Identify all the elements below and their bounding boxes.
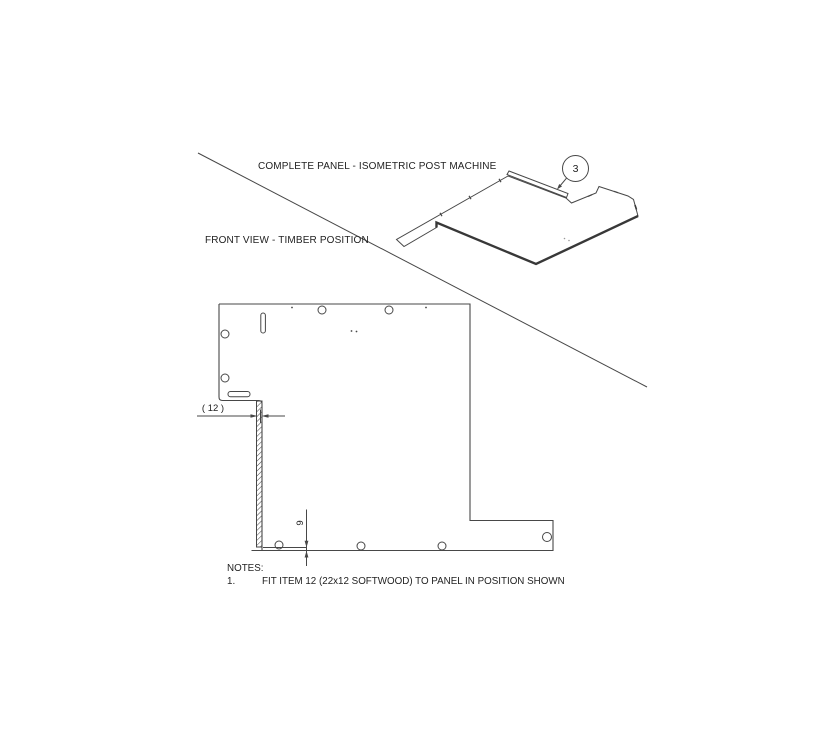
note-number: 1. [227,575,236,587]
front-centre-marks [291,306,427,333]
note-text: FIT ITEM 12 (22x12 SOFTWOOD) TO PANEL IN… [262,575,565,587]
hole [356,541,366,551]
front-panel-outline-right [219,303,554,552]
hole-tick [498,178,502,183]
hole [274,540,284,550]
hole-tick [613,190,619,194]
dimension-timber-width-label: ( 12 ) [201,403,225,414]
front-view-holes [220,305,552,551]
balloon-label: 3 [572,162,579,175]
hole-tick [439,212,443,217]
horizontal-slot [227,391,251,398]
notes-heading: NOTES: [227,563,264,574]
centre-dot [350,330,353,332]
front-view-title: FRONT VIEW - TIMBER POSITION [205,235,369,246]
iso-edge-hole-ticks [439,178,619,217]
hole-tick [587,194,593,197]
balloon-leader-arrowhead [557,184,562,190]
centre-dot [355,330,358,333]
hole-dash [617,222,623,227]
hole-dash [601,230,607,234]
balloon-item-3: 3 [562,155,589,182]
centre-dot [563,237,566,240]
dimension-timber-width-lines [197,409,285,423]
dim-arrow-up [304,550,309,558]
centre-dot [425,306,427,309]
iso-timber-strip [506,170,569,199]
notes-block: NOTES: 1. FIT ITEM 12 (22x12 SOFTWOOD) T… [227,563,565,587]
isometric-view-title: COMPLETE PANEL - ISOMETRIC POST MACHINE [258,161,497,172]
dim-arrow-left [261,414,269,418]
iso-panel-near-edges [435,214,639,266]
hole [437,541,447,551]
front-view-linework [197,303,554,566]
hole [220,329,230,339]
iso-centre-marks [563,237,570,242]
hole [542,532,552,542]
dimension-timber-offset-label: 9 [295,520,306,526]
front-timber-strip [256,400,263,548]
hole [317,305,327,315]
hole-dash [634,204,638,210]
dim-arrow-right [250,414,258,418]
dim-arrow-down [304,540,309,548]
balloon-leader-line [559,177,568,187]
iso-near-edge-hole-dashes [601,204,638,234]
note-item: 1. FIT ITEM 12 (22x12 SOFTWOOD) TO PANEL… [227,576,565,588]
isometric-view-linework [395,170,639,266]
front-panel-outline-left [218,304,263,551]
iso-panel-outline [395,175,639,265]
hole [384,305,394,315]
view-separator-line [197,152,648,388]
vertical-slot [260,312,266,334]
hole-tick [468,195,472,200]
hole [220,373,230,383]
centre-dot [568,239,570,242]
centre-dot [291,306,293,309]
